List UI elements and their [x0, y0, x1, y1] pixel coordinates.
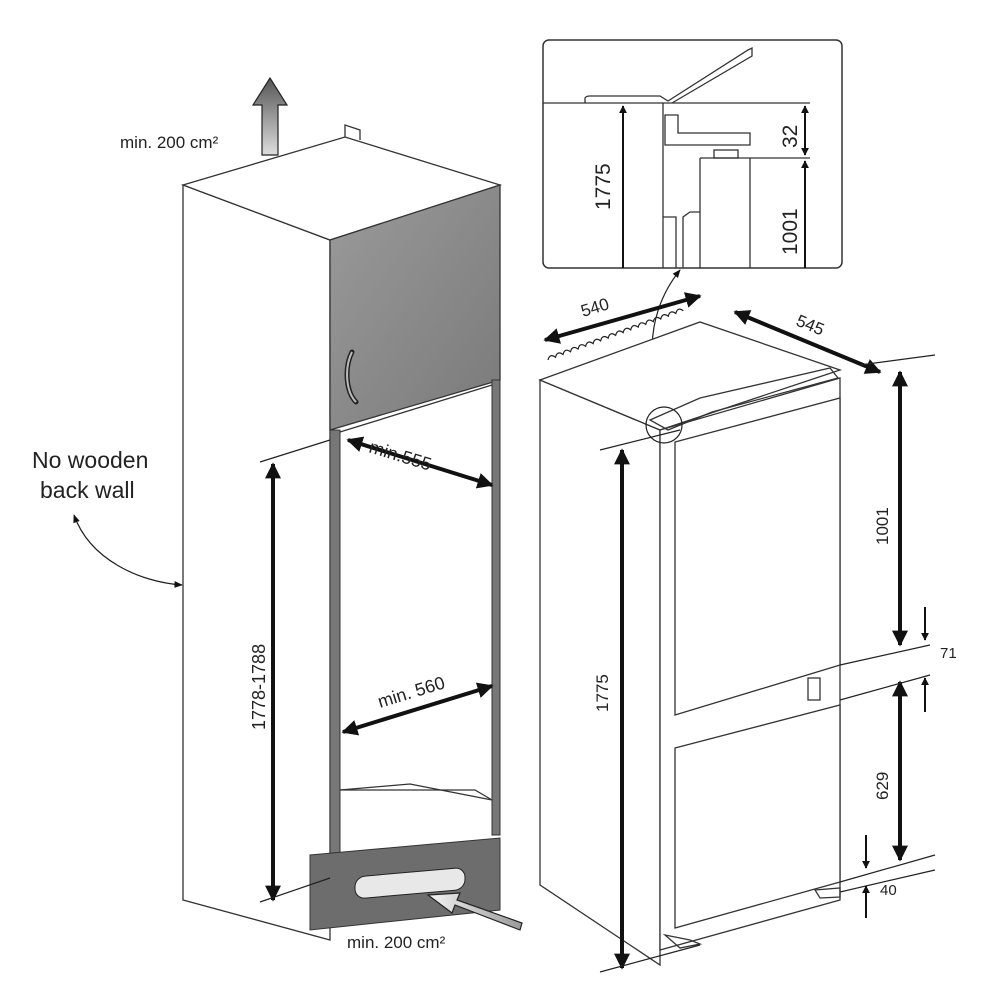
cabinet-height-label: 1778-1788: [249, 644, 269, 730]
appliance-width-label: 540: [579, 294, 612, 320]
cabinet-side-panel: [182, 184, 331, 941]
upper-door: [674, 397, 841, 716]
lower-door-label: 629: [873, 772, 892, 800]
back-wall-note-line1: No wooden: [32, 447, 148, 473]
appliance-depth-label: 545: [794, 311, 827, 339]
appliance-side: [539, 379, 661, 967]
vent-up-arrow: [251, 76, 289, 156]
appliance-width-dimension: [543, 292, 702, 344]
top-vent-label: min. 200 cm²: [120, 133, 219, 152]
detail-inset: [542, 39, 843, 269]
cabinet-width-dimension: [341, 682, 494, 736]
vent-in-arrow: [426, 892, 523, 931]
appliance-depth-dimension: [733, 310, 882, 374]
bottom-gap-label: 40: [880, 882, 897, 899]
plinth-vent: [354, 867, 466, 899]
frame-left-post: [329, 429, 341, 896]
inset-gap-label: 32: [779, 125, 802, 148]
inset-door-height-label: 1001: [779, 208, 802, 255]
upper-door-label: 1001: [873, 507, 892, 545]
back-wall-note-line2: back wall: [40, 477, 135, 503]
cabinet-housing: [73, 76, 523, 941]
appliance: [538, 292, 936, 973]
appliance-height-label: 1775: [593, 674, 612, 712]
frame-right-post: [491, 379, 501, 836]
door-gap-label: 71: [940, 645, 957, 662]
cabinet-depth-dimension: [346, 436, 494, 489]
inset-total-height-label: 1775: [592, 163, 615, 210]
back-wall-pointer-arrow: [73, 514, 183, 588]
bottom-vent-label: min. 200 cm²: [347, 933, 446, 952]
opening-interior: [340, 385, 492, 890]
